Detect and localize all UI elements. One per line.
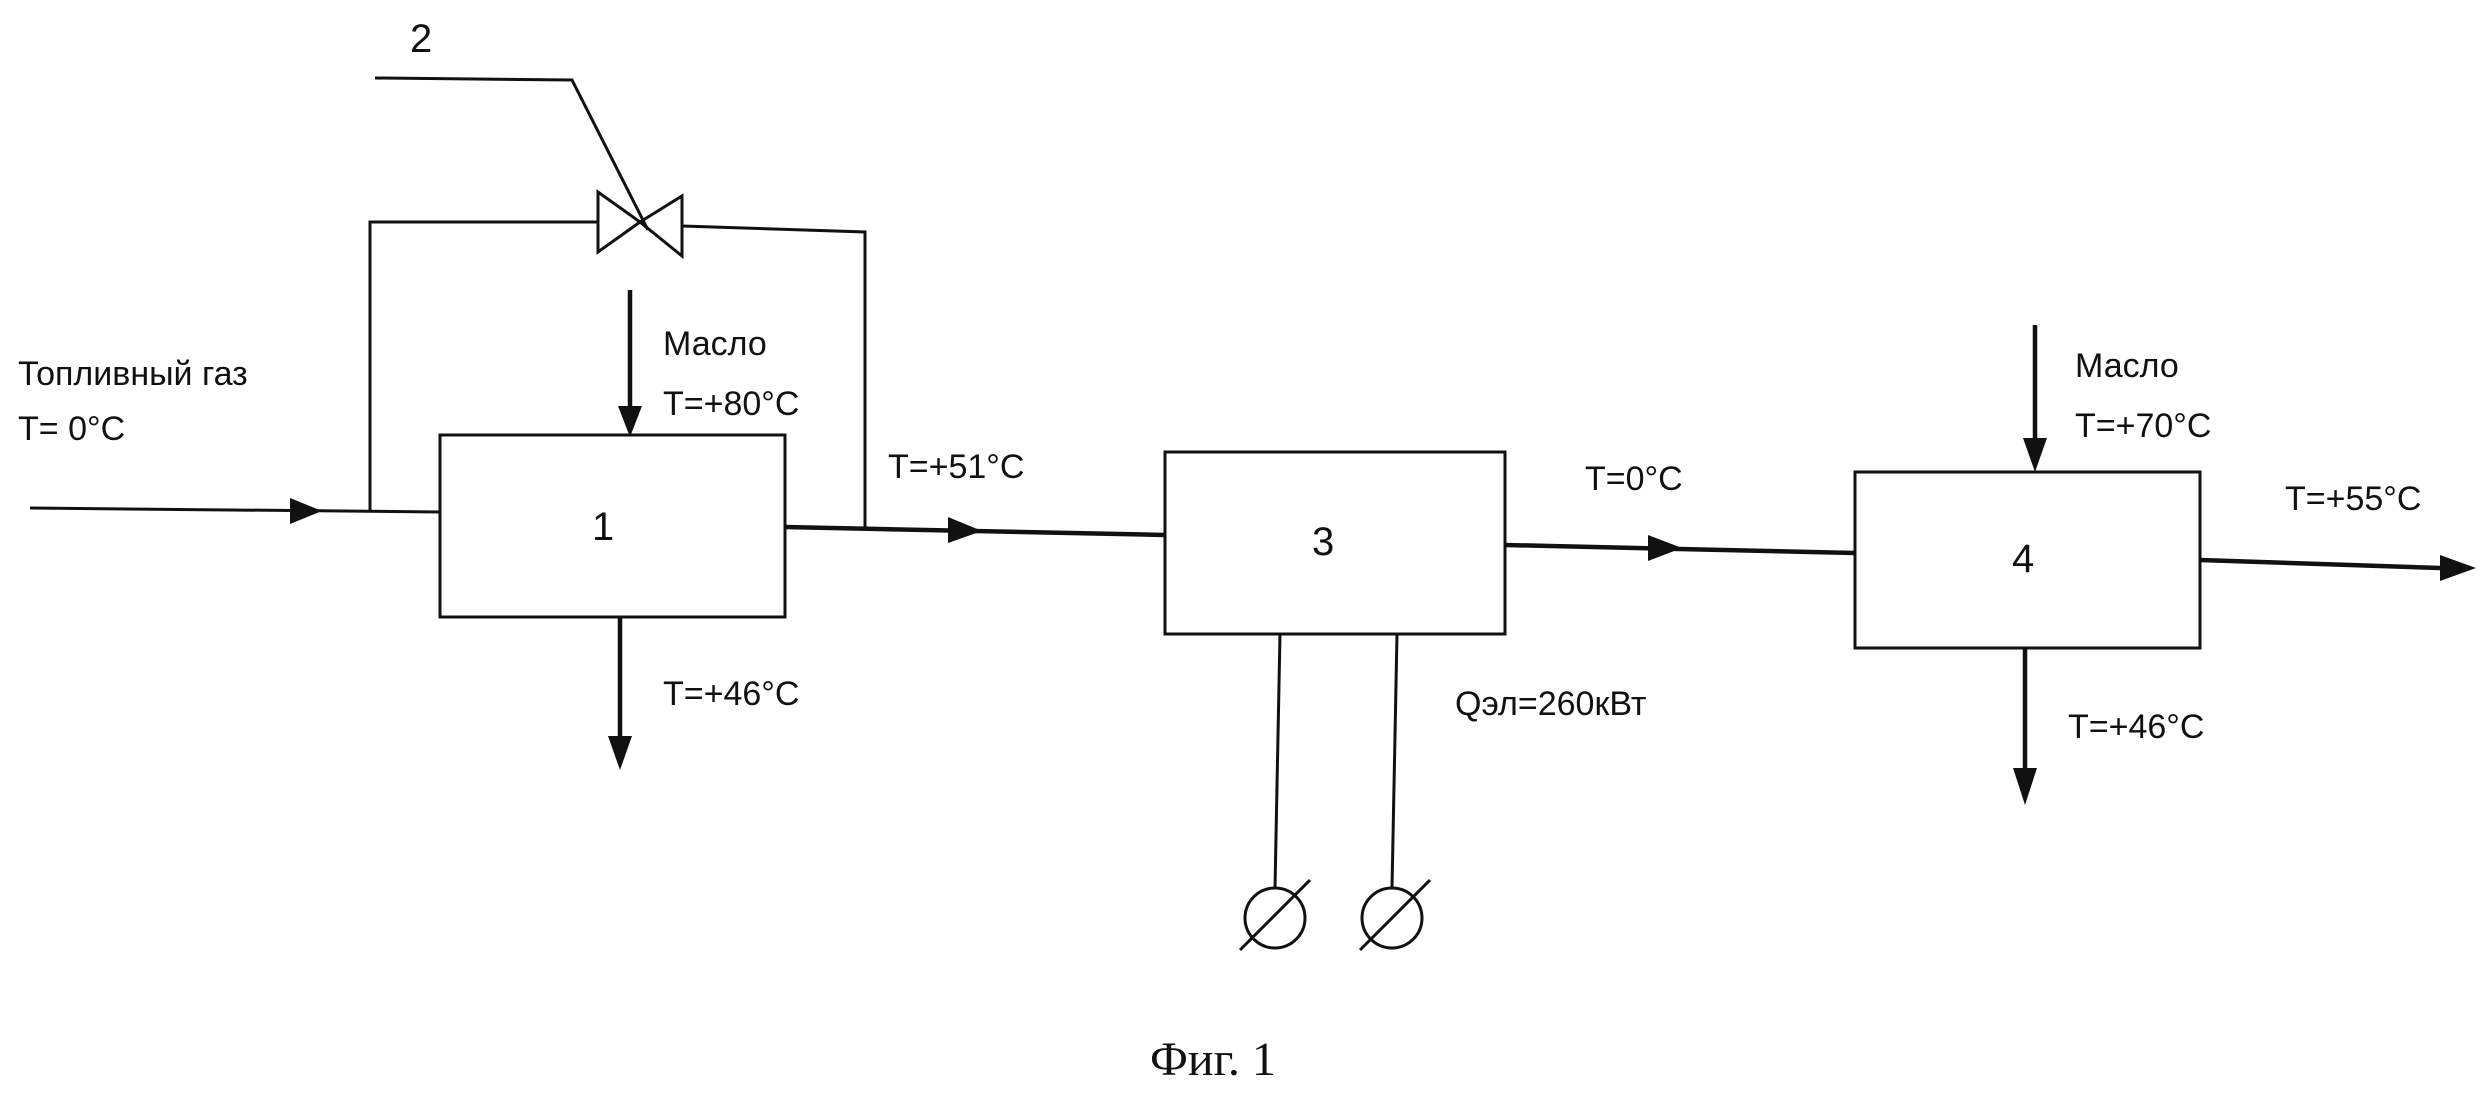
outlet-line	[2199, 557, 2441, 571]
power-label: Qэл=260кВт	[1455, 685, 1646, 723]
unit-2-number: 2	[410, 17, 432, 61]
inlet-gas-line	[29, 506, 441, 514]
unit-3-box	[1163, 450, 1507, 636]
stream-1-3-temp: T=+51°C	[888, 448, 1024, 486]
oil-1-temp-in: T=+80°C	[663, 385, 799, 423]
oil-1-outlet-arrow	[608, 736, 632, 770]
stream-3-4-temp: T=0°C	[1585, 460, 1683, 498]
inlet-name: Топливный газ	[18, 355, 248, 393]
oil-4-name: Масло	[2075, 347, 2179, 385]
unit-1-box	[438, 433, 787, 619]
valve-leader-line	[374, 76, 650, 231]
terminal-2-icon	[1358, 878, 1432, 952]
stream-3-4-line	[1504, 542, 1856, 556]
outlet-arrow	[2440, 555, 2476, 581]
stream-3-4-arrow	[1648, 535, 1682, 561]
outlet-temp: T=+55°C	[2285, 480, 2421, 518]
figure-caption: Фиг. 1	[1150, 1033, 1276, 1086]
bypass-line-right	[681, 224, 867, 528]
unit-4-number: 4	[2012, 537, 2034, 581]
oil-1-name: Масло	[663, 325, 767, 363]
unit-4-box	[1853, 470, 2202, 650]
oil-4-outlet-arrow	[2013, 768, 2037, 805]
stream-1-3-arrow	[948, 517, 982, 543]
oil-1-inlet-arrow	[618, 406, 642, 437]
unit-3-number: 3	[1312, 520, 1334, 564]
unit-1-number: 1	[592, 505, 614, 549]
oil-4-temp-out: T=+46°C	[2068, 708, 2204, 746]
oil-4-temp-in: T=+70°C	[2075, 407, 2211, 445]
terminal-1-icon	[1238, 878, 1312, 952]
bypass-valve-icon	[596, 189, 684, 260]
terminal-1-wire	[1273, 633, 1282, 889]
oil-1-temp-out: T=+46°C	[663, 675, 799, 713]
inlet-flow-arrow	[290, 498, 322, 524]
oil-4-inlet-arrow	[2023, 438, 2047, 472]
inlet-temp: T= 0°C	[18, 410, 125, 448]
terminal-2-wire	[1390, 633, 1399, 889]
bypass-line-left	[368, 220, 598, 512]
